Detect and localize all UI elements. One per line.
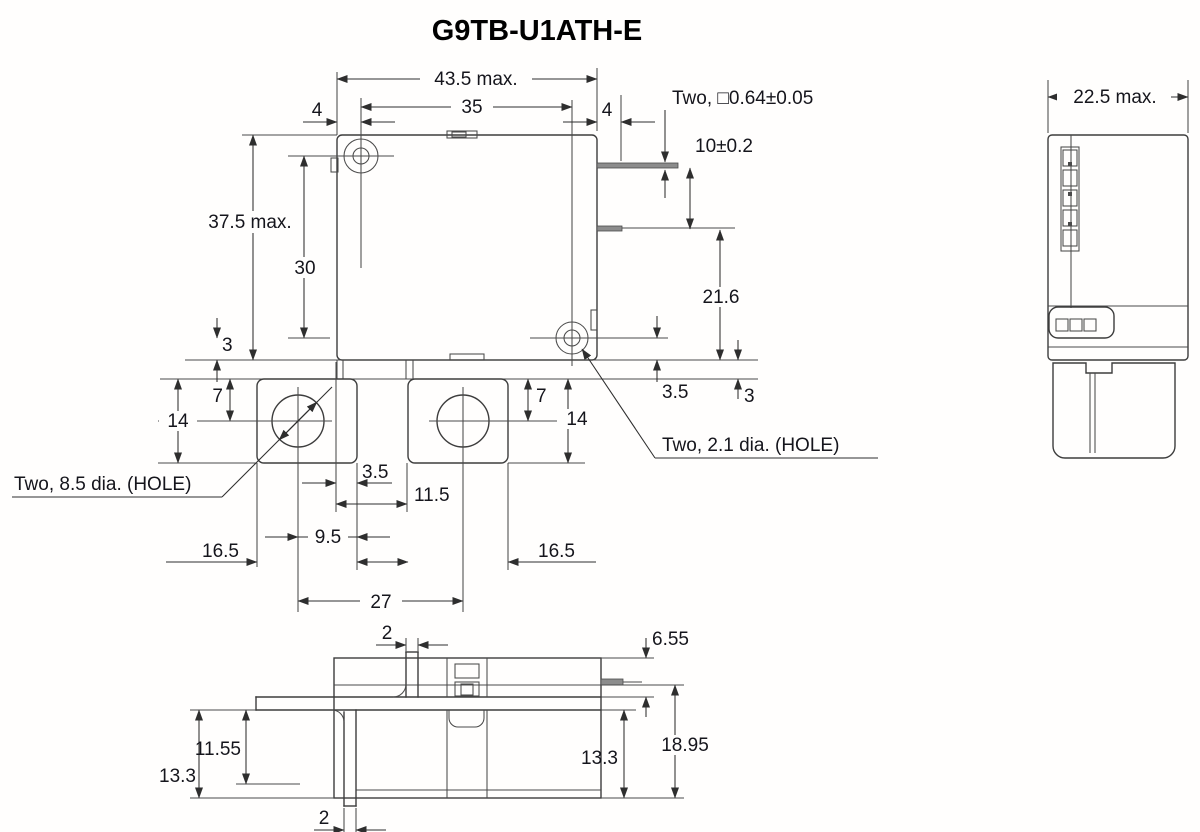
- dim-tab-width-right: 16.5: [538, 541, 575, 562]
- label-big-hole: Two, 8.5 dia. (HOLE): [14, 474, 191, 495]
- center-terminal-strip: [392, 651, 419, 698]
- dim-width-max: 43.5 max.: [434, 69, 517, 90]
- left-edge-tab: [330, 157, 339, 173]
- front-view-dimensions: 43.5 max. 35 4 4 37.5 max. 30 3 Two, □0.…: [12, 68, 878, 613]
- dim-pin-pitch: 10±0.2: [695, 136, 753, 157]
- dim-hole-to-base: 3.5: [662, 382, 688, 403]
- mounting-tab-right: [407, 378, 509, 464]
- dim-tab-hole-offset-right: 7: [536, 386, 547, 407]
- dim-bv-slot-width: 2: [382, 623, 393, 644]
- bottom-view-pin: [600, 678, 624, 686]
- dim-bv-leg-width: 2: [319, 808, 330, 829]
- dim-base-to-tab: 3: [744, 386, 755, 407]
- dim-slot-to-tab: 11.5: [414, 485, 450, 506]
- dim-bv-pin-offset: 6.55: [652, 629, 689, 650]
- label-pin-note: Two, □0.64±0.05: [672, 88, 813, 109]
- side-bottom-section: [1052, 362, 1176, 459]
- dim-tab-height-right: 14: [566, 409, 588, 430]
- dim-base-step-left: 3: [222, 335, 233, 356]
- mounting-tab-left: [256, 378, 358, 464]
- dim-slot-width: 3.5: [362, 462, 388, 483]
- dim-bv-lead-height-left: 13.3: [159, 766, 196, 787]
- connection-strips: [336, 360, 414, 379]
- right-edge-notch: [590, 309, 598, 331]
- front-view-outline: [160, 98, 758, 464]
- dim-hole-span-v: 30: [294, 258, 315, 279]
- dim-tab-width-left: 16.5: [202, 541, 239, 562]
- relay-body-bottom: [333, 657, 602, 799]
- big-hole-leader: Two, 8.5 dia. (HOLE): [12, 386, 333, 498]
- dim-tab-height-left: 14: [167, 411, 189, 432]
- dim-height-max: 37.5 max.: [208, 212, 291, 233]
- dim-hole-to-tab-edge: 9.5: [315, 527, 341, 548]
- bottom-view-outline: [255, 651, 642, 807]
- dim-hole-offset-4: 4: [312, 100, 323, 121]
- dim-side-width-max: 22.5 max.: [1073, 87, 1156, 108]
- relay-body-side: [1047, 134, 1189, 361]
- dim-pin-length-4: 4: [602, 100, 613, 121]
- dim-tab-hole-offset-left: 7: [212, 386, 223, 407]
- top-notch-inner: [451, 131, 467, 138]
- dim-pin-to-base: 21.6: [703, 287, 740, 308]
- page-title: G9TB-U1ATH-E: [432, 15, 643, 47]
- left-terminal-leg: [331, 709, 357, 807]
- label-small-hole: Two, 2.1 dia. (HOLE): [662, 435, 839, 456]
- top-notch: [446, 130, 478, 139]
- coil-pin-bottom: [596, 225, 623, 232]
- bottom-notch: [449, 353, 485, 361]
- dim-bv-lead-inner: 11.55: [195, 739, 241, 760]
- dim-bv-lead-height-right: 13.3: [581, 748, 618, 769]
- terminal-bar: [255, 696, 602, 711]
- dim-hole-span-h: 35: [461, 97, 482, 118]
- coil-terminal-block: [446, 658, 488, 798]
- dim-bv-total-height: 18.95: [661, 735, 709, 756]
- dim-tab-hole-span: 27: [370, 592, 391, 613]
- side-view: 22.5 max.: [1047, 80, 1189, 459]
- side-connector-block: [1048, 306, 1115, 339]
- side-terminal-strip: [1060, 146, 1080, 252]
- small-hole-leader: Two, 2.1 dia. (HOLE): [581, 348, 878, 459]
- relay-body-front: [336, 134, 598, 361]
- bottom-view-dimensions: 2 6.55 18.95 13.3 13.3 11.55 2: [159, 623, 715, 832]
- coil-pin-top: [596, 162, 679, 169]
- small-hole-bottom-right: [530, 100, 668, 366]
